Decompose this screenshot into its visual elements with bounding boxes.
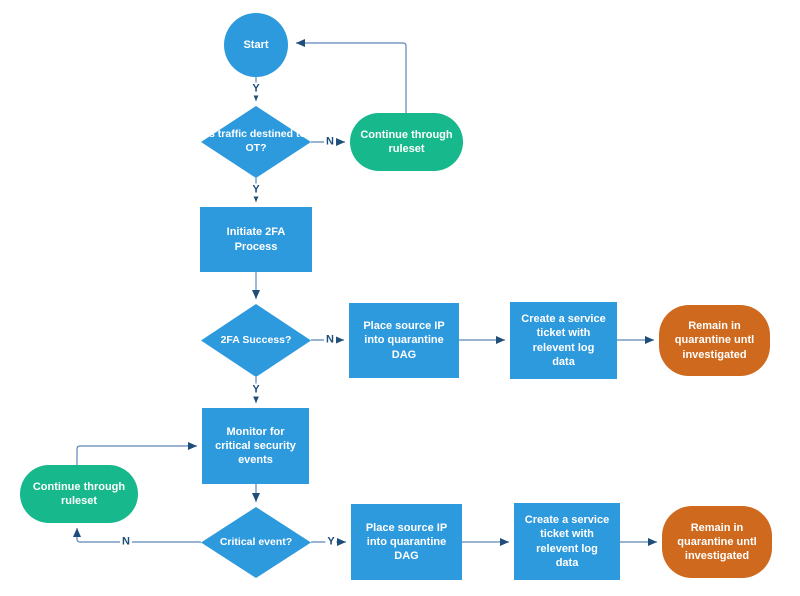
process-initiate-2fa-label: Initiate 2FA Process (226, 226, 286, 253)
process-place-source-ip-2-label: Place source IP into quarantine DAG (365, 521, 448, 563)
decision-2fa-success: 2FA Success? (201, 304, 311, 377)
edge-ruleset-top-to-start (296, 39, 407, 113)
decision-2fa-success-label: 2FA Success? (220, 333, 292, 346)
node-start-label: Start (243, 38, 269, 51)
process-create-ticket-1: Create a service ticket with relevent lo… (510, 302, 617, 379)
decision-critical-event: Critical event? (201, 507, 311, 578)
terminator-continue-ruleset-left: Continue through ruleset (20, 465, 138, 523)
edge-label-start-y: Y (250, 82, 262, 96)
edge-critical-no (73, 528, 201, 543)
process-initiate-2fa: Initiate 2FA Process (200, 207, 312, 272)
terminator-continue-ruleset-top: Continue through ruleset (350, 113, 463, 171)
edge-ruleset-left-to-monitor (76, 442, 197, 465)
decision-traffic-ot: Is traffic destined to OT? (201, 106, 311, 178)
process-monitor-events-label: Monitor for critical security events (215, 425, 296, 467)
terminator-remain-quarantine-1: Remain in quarantine untl investigated (659, 305, 770, 376)
process-create-ticket-1-label: Create a service ticket with relevent lo… (521, 312, 606, 368)
process-place-source-ip-1-label: Place source IP into quarantine DAG (363, 320, 445, 361)
terminator-remain-quarantine-1-label: Remain in quarantine untl investigated (674, 320, 755, 361)
process-place-source-ip-1: Place source IP into quarantine DAG (349, 303, 459, 378)
terminator-remain-quarantine-2: Remain in quarantine untl investigated (662, 506, 772, 578)
node-start: Start (224, 13, 288, 77)
process-place-source-ip-2: Place source IP into quarantine DAG (351, 504, 462, 580)
edge-label-ot-n: N (324, 135, 336, 149)
terminator-continue-ruleset-left-label: Continue through ruleset (32, 480, 126, 507)
process-create-ticket-2-label: Create a service ticket with relevent lo… (524, 513, 610, 569)
edge-label-critical-y: Y (325, 535, 337, 549)
edge-label-2fa-y: Y (250, 383, 262, 397)
terminator-remain-quarantine-2-label: Remain in quarantine untl investigated (677, 521, 757, 563)
edge-label-ot-y: Y (250, 183, 262, 197)
decision-critical-event-label: Critical event? (219, 535, 293, 548)
decision-traffic-ot-label: Is traffic destined to OT? (206, 128, 306, 154)
process-create-ticket-2: Create a service ticket with relevent lo… (514, 503, 620, 580)
edge-label-critical-n: N (120, 535, 132, 549)
process-monitor-events: Monitor for critical security events (202, 408, 309, 484)
terminator-continue-ruleset-top-label: Continue through ruleset (360, 128, 453, 155)
edge-label-2fa-n: N (324, 333, 336, 347)
